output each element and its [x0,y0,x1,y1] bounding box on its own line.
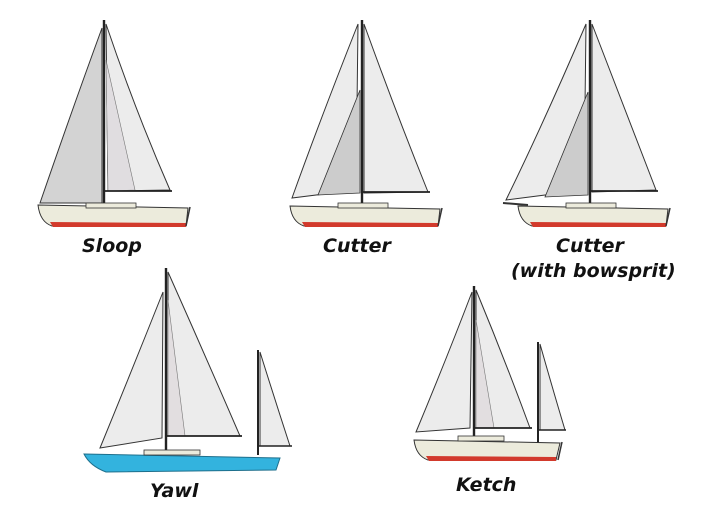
cutter-boot-stripe [302,222,438,227]
sloop-cabin [85,202,137,209]
ketch-rudder [557,441,563,461]
cutter-bowsprit-caption: Cutter [556,235,626,257]
bowsprit [502,202,529,206]
boat-sloop: Sloop [37,20,191,257]
cutter-staysail [317,89,361,196]
ketch-boot-stripe [426,456,556,461]
cutter-bowsprit-cabin [565,202,617,209]
sloop-boot-stripe [50,222,186,227]
cutter-caption: Cutter [323,235,393,257]
ketch-jib [415,291,473,433]
cutter-mainsail [363,23,429,194]
ketch-cabin [457,435,505,442]
yawl-jib [99,291,164,449]
boat-ketch: Ketch [413,286,566,496]
boat-yawl: Yawl [83,268,292,502]
cutter-rudder [437,207,443,227]
cutter-bowsprit-subcaption: (with bowsprit) [511,260,676,282]
yawl-cabin [143,449,201,456]
yawl-hull [83,453,281,473]
cutter-bowsprit-boot-stripe [530,222,666,227]
ketch-mizzen-sail [539,343,566,431]
cutter-bowsprit-staysail [544,91,589,198]
boat-cutter: Cutter [289,20,443,257]
boat-cutter-bowsprit: Cutter (with bowsprit) [502,20,676,282]
sloop-mainsail [39,27,103,204]
cutter-bowsprit-rudder [665,207,671,227]
sloop-rudder [185,206,191,227]
sloop-caption: Sloop [82,235,142,257]
ketch-caption: Ketch [456,474,516,496]
cutter-cabin [337,202,389,209]
yawl-caption: Yawl [150,480,199,502]
yawl-mizzen-sail [259,351,291,447]
cutter-bowsprit-mainsail [591,23,657,193]
